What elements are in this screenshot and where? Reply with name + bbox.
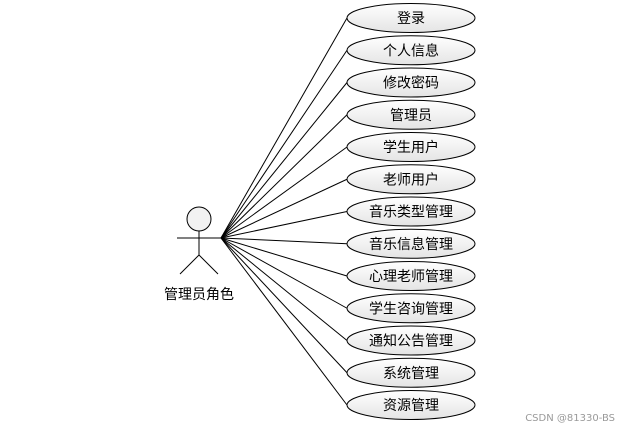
- association-line: [220, 237, 348, 309]
- use-case-list: 登录个人信息修改密码管理员学生用户老师用户音乐类型管理音乐信息管理心理老师管理学…: [346, 3, 476, 420]
- actor-head: [186, 206, 212, 232]
- association-line: [220, 17, 348, 239]
- use-case[interactable]: 音乐类型管理: [346, 196, 476, 227]
- association-line: [220, 237, 348, 406]
- use-case-ellipse[interactable]: [346, 196, 476, 227]
- use-case[interactable]: 老师用户: [346, 164, 476, 195]
- association-line: [220, 237, 348, 245]
- use-case-label: 管理员: [390, 108, 432, 124]
- association-line: [220, 211, 348, 239]
- use-case-label: 音乐类型管理: [369, 204, 453, 221]
- use-case[interactable]: 心理老师管理: [346, 261, 476, 291]
- use-case-label: 资源管理: [383, 398, 439, 414]
- use-case[interactable]: 学生咨询管理: [346, 293, 476, 324]
- association-line: [220, 237, 348, 277]
- use-case-ellipse[interactable]: [346, 357, 476, 388]
- use-case-label: 心理老师管理: [369, 269, 453, 285]
- use-case-ellipse[interactable]: [346, 261, 476, 291]
- use-case-ellipse[interactable]: [346, 293, 476, 324]
- use-case-label: 学生用户: [383, 139, 439, 156]
- use-case-label: 通知公告管理: [369, 333, 453, 350]
- use-case-ellipse[interactable]: [346, 228, 476, 259]
- use-case[interactable]: 音乐信息管理: [346, 228, 476, 259]
- use-case-label: 音乐信息管理: [369, 236, 453, 253]
- use-case-label: 登录: [397, 11, 425, 27]
- use-case[interactable]: 学生用户: [346, 132, 476, 162]
- use-case[interactable]: 管理员: [346, 99, 476, 130]
- use-case-ellipse[interactable]: [346, 67, 476, 98]
- use-case[interactable]: 系统管理: [346, 357, 476, 388]
- use-case-label: 个人信息: [383, 42, 439, 59]
- association-line: [220, 178, 348, 239]
- watermark: CSDN @81330-BS: [525, 413, 615, 424]
- use-case-ellipse[interactable]: [346, 325, 476, 356]
- actor-left-leg: [179, 254, 200, 275]
- association-line: [220, 237, 348, 374]
- use-case-ellipse[interactable]: [346, 132, 476, 162]
- use-case[interactable]: 登录: [346, 3, 476, 33]
- association-line: [220, 49, 348, 239]
- use-case[interactable]: 个人信息: [346, 35, 476, 66]
- association-line: [220, 146, 348, 239]
- use-case-label: 系统管理: [383, 366, 439, 382]
- actor-label: 管理员角色: [164, 286, 234, 303]
- use-case-ellipse[interactable]: [346, 390, 476, 420]
- association-line: [220, 237, 348, 341]
- use-case-ellipse[interactable]: [346, 164, 476, 195]
- association-lines: [220, 17, 348, 406]
- use-case[interactable]: 修改密码: [346, 67, 476, 98]
- actor-figure: [177, 206, 221, 275]
- association-line: [220, 114, 348, 239]
- use-case-label: 修改密码: [383, 75, 439, 92]
- association-line: [220, 82, 348, 239]
- use-case-ellipse[interactable]: [346, 35, 476, 66]
- use-case-ellipse[interactable]: [346, 99, 476, 130]
- use-case[interactable]: 资源管理: [346, 390, 476, 420]
- use-case[interactable]: 通知公告管理: [346, 325, 476, 356]
- use-case-label: 老师用户: [383, 171, 439, 188]
- actor-right-leg: [198, 254, 219, 275]
- use-case-label: 学生咨询管理: [369, 301, 453, 317]
- use-case-ellipse[interactable]: [346, 3, 476, 33]
